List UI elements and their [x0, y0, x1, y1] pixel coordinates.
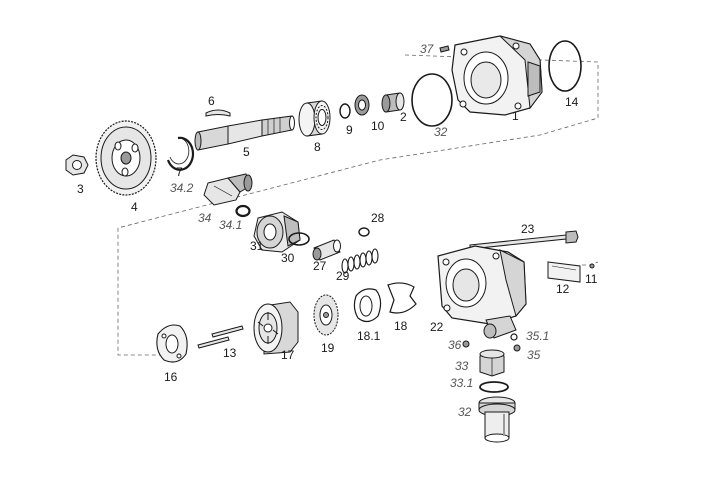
label-2: 2 [400, 110, 407, 124]
part-hex-fitting [480, 350, 504, 376]
part-bushing [382, 93, 404, 112]
label-34: 34 [198, 211, 212, 225]
label-8: 8 [314, 140, 321, 154]
label-36: 36 [448, 338, 462, 352]
part-shaft [195, 116, 295, 150]
part-washer-33-1 [480, 382, 508, 392]
part-pins [198, 326, 243, 348]
part-end-plate [157, 325, 187, 362]
label-34-2: 34.2 [170, 181, 194, 195]
label-34-1: 34.1 [219, 218, 242, 232]
part-housing [452, 36, 542, 115]
label-4: 4 [131, 200, 138, 214]
part-ring-34-1 [237, 206, 250, 216]
part-universal-joint [204, 174, 252, 205]
label-37: 37 [420, 42, 435, 56]
part-ball-bearing [299, 101, 330, 136]
label-32-lower: 32 [458, 405, 472, 419]
label-11: 11 [585, 272, 598, 286]
part-ring-28 [359, 228, 369, 236]
part-side-plate [314, 295, 338, 335]
label-33-1: 33.1 [450, 376, 473, 390]
part-cam-ring [354, 289, 380, 322]
part-cover-plate [548, 262, 580, 282]
label-27: 27 [313, 259, 327, 273]
part-o-ring-30 [289, 233, 309, 245]
label-9: 9 [346, 123, 353, 137]
part-labels: 1 2 3 4 5 6 7 8 9 10 11 12 13 14 16 17 1… [77, 42, 598, 419]
label-1: 1 [512, 109, 519, 123]
label-5: 5 [243, 145, 250, 159]
part-rotor [254, 302, 298, 354]
part-needle-bearing [355, 95, 369, 115]
part-outlet-nozzle [479, 397, 515, 442]
label-23: 23 [521, 222, 535, 236]
label-32-upper: 32 [434, 125, 448, 139]
label-35-1: 35.1 [526, 329, 549, 343]
part-pump-body [438, 246, 526, 338]
label-18-1: 18.1 [357, 329, 381, 343]
part-regulator-body [254, 212, 300, 252]
part-gear [96, 121, 156, 195]
label-17: 17 [281, 348, 295, 362]
label-30: 30 [281, 251, 295, 265]
part-snap-ring [168, 138, 193, 170]
part-gasket [549, 41, 581, 91]
label-16: 16 [164, 370, 178, 384]
label-12: 12 [556, 282, 570, 296]
label-7: 7 [176, 165, 183, 179]
part-piston [313, 240, 341, 260]
part-washer [340, 104, 350, 118]
label-35: 35 [527, 348, 541, 362]
label-10: 10 [371, 119, 385, 133]
label-3: 3 [77, 182, 84, 196]
part-nut [66, 155, 88, 175]
part-fitting-35 [511, 334, 520, 351]
label-33: 33 [455, 359, 469, 373]
label-18: 18 [394, 319, 408, 333]
part-port-plate [388, 283, 416, 313]
label-19: 19 [321, 341, 335, 355]
label-14: 14 [565, 95, 579, 109]
label-29: 29 [336, 269, 350, 283]
part-key [206, 110, 230, 116]
part-screw-11 [590, 264, 594, 268]
part-o-ring-upper [412, 74, 452, 126]
label-6: 6 [208, 94, 215, 108]
label-28: 28 [371, 211, 385, 225]
part-plug-36 [463, 341, 469, 347]
label-13: 13 [223, 346, 237, 360]
part-spring [342, 249, 378, 273]
label-22: 22 [430, 320, 444, 334]
part-screw-37 [440, 46, 449, 52]
label-31: 31 [250, 239, 264, 253]
